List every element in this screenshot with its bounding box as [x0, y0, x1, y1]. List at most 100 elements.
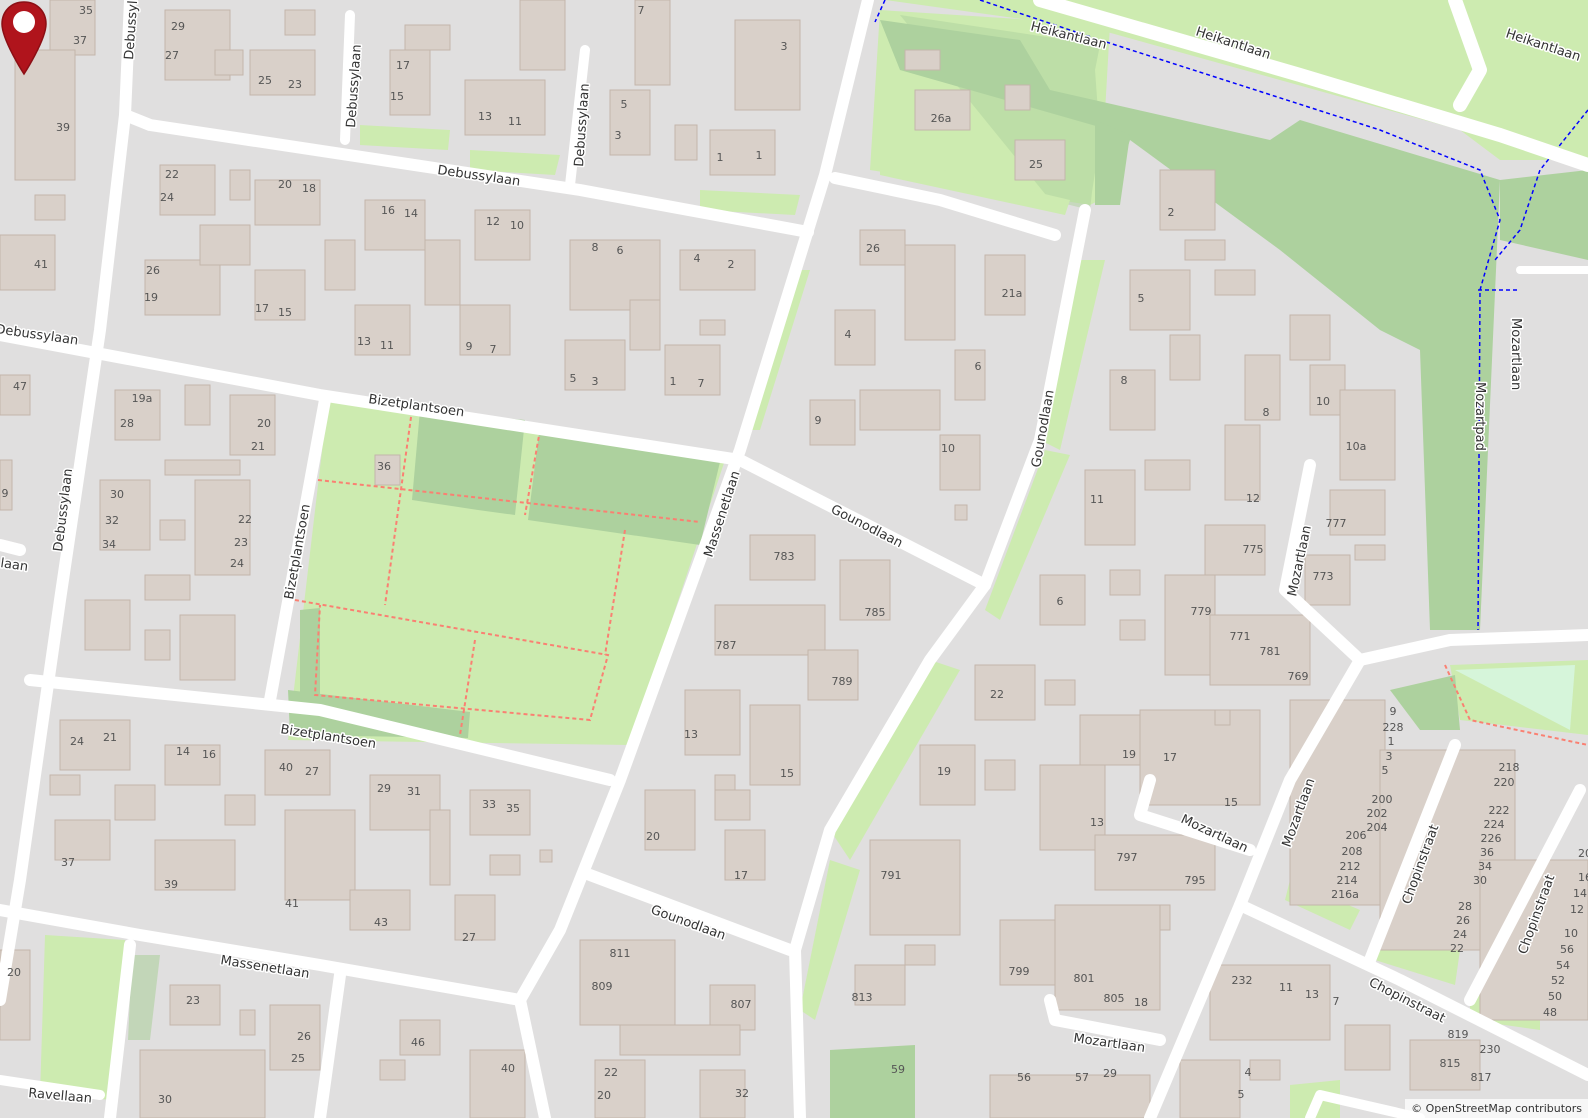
house-number-label: 24 — [1453, 928, 1467, 941]
house-number-label: 19 — [1122, 748, 1136, 761]
house-number-label: 17 — [1163, 751, 1177, 764]
house-number-label: 32 — [735, 1087, 749, 1100]
house-number-label: 25 — [258, 74, 272, 87]
house-number-label: 20 — [1578, 847, 1588, 860]
house-number-label: 39 — [164, 878, 178, 891]
street-label-laan: laan — [0, 556, 29, 575]
green-areas — [40, 0, 1588, 1118]
house-number-label: 204 — [1367, 821, 1388, 834]
house-number-label: 26 — [866, 242, 880, 255]
house-number-label: 5 — [621, 98, 628, 111]
house-number-label: 4 — [1245, 1066, 1252, 1079]
house-number-label: 17 — [396, 59, 410, 72]
map-attribution[interactable]: © OpenStreetMap contributors — [1405, 1099, 1588, 1118]
house-number-label: 29 — [171, 20, 185, 33]
house-number-label: 787 — [716, 639, 737, 652]
house-number-label: 13 — [478, 110, 492, 123]
street-label-ravellaan: Ravellaan — [28, 1086, 93, 1107]
house-number-label: 57 — [1075, 1071, 1089, 1084]
house-number-label: 27 — [305, 765, 319, 778]
house-number-label: 8 — [1121, 374, 1128, 387]
house-number-label: 4 — [845, 328, 852, 341]
house-number-label: 27 — [165, 49, 179, 62]
house-number-label: 1 — [670, 375, 677, 388]
house-number-label: 200 — [1372, 793, 1393, 806]
house-number-label: 52 — [1551, 974, 1565, 987]
house-number-label: 59 — [891, 1063, 905, 1076]
house-number-label: 36 — [1480, 846, 1494, 859]
house-number-label: 35 — [79, 4, 93, 17]
house-number-label: 16 — [381, 204, 395, 217]
house-number-label: 33 — [482, 798, 496, 811]
house-number-label: 7 — [1333, 995, 1340, 1008]
house-number-label: 41 — [34, 258, 48, 271]
house-number-label: 10 — [1316, 395, 1330, 408]
house-number-label: 13 — [1090, 816, 1104, 829]
house-number-label: 20 — [7, 966, 21, 979]
street-label-debussylaan: Debussylaan — [344, 44, 365, 128]
house-number-label: 771 — [1230, 630, 1251, 643]
house-number-label: 11 — [1279, 981, 1293, 994]
house-number-label: 13 — [357, 335, 371, 348]
house-number-label: 1 — [756, 149, 763, 162]
house-number-label: 27 — [462, 931, 476, 944]
house-number-label: 23 — [186, 994, 200, 1007]
house-number-label: 10 — [1564, 927, 1578, 940]
house-number-label: 40 — [501, 1062, 515, 1075]
house-number-label: 789 — [832, 675, 853, 688]
house-number-label: 30 — [110, 488, 124, 501]
house-number-label: 799 — [1009, 965, 1030, 978]
house-number-label: 220 — [1494, 776, 1515, 789]
house-number-label: 29 — [377, 782, 391, 795]
house-number-label: 46 — [411, 1036, 425, 1049]
street-label-debussylaan: Debussylaan — [572, 83, 593, 167]
house-number-label: 769 — [1288, 670, 1309, 683]
house-number-label: 807 — [731, 998, 752, 1011]
house-number-label: 39 — [56, 121, 70, 134]
house-number-label: 6 — [617, 244, 624, 257]
house-number-label: 805 — [1104, 992, 1125, 1005]
house-number-label: 12 — [1246, 492, 1260, 505]
house-number-label: 40 — [279, 761, 293, 774]
house-number-label: 24 — [70, 735, 84, 748]
house-number-label: 10 — [510, 219, 524, 232]
house-number-label: 20 — [257, 417, 271, 430]
house-number-label: 13 — [1305, 988, 1319, 1001]
house-number-label: 47 — [13, 380, 27, 393]
park-paths — [294, 409, 1588, 746]
map-pin-icon[interactable] — [0, 0, 48, 76]
house-number-label: 10 — [941, 442, 955, 455]
house-number-label: 11 — [1090, 493, 1104, 506]
house-number-label: 3 — [781, 40, 788, 53]
house-number-label: 785 — [865, 606, 886, 619]
house-number-label: 5 — [1382, 764, 1389, 777]
cycleways — [874, 0, 1588, 631]
house-number-label: 20 — [646, 830, 660, 843]
house-number-label: 218 — [1499, 761, 1520, 774]
house-number-label: 28 — [120, 417, 134, 430]
house-number-label: 18 — [1134, 996, 1148, 1009]
house-number-label: 25 — [1029, 158, 1043, 171]
house-number-label: 21a — [1002, 287, 1023, 300]
house-number-label: 17 — [255, 302, 269, 315]
house-number-label: 14 — [176, 745, 190, 758]
house-number-label: 21 — [103, 731, 117, 744]
house-number-label: 36 — [377, 460, 391, 473]
house-number-label: 35 — [506, 802, 520, 815]
house-number-label: 14 — [404, 207, 418, 220]
house-number-label: 2 — [1168, 206, 1175, 219]
house-number-label: 19a — [132, 392, 153, 405]
house-number-label: 23 — [234, 536, 248, 549]
street-label-mozartpad: Mozartpad — [1472, 382, 1487, 451]
house-number-label: 5 — [1138, 292, 1145, 305]
house-number-label: 15 — [1224, 796, 1238, 809]
house-number-label: 26 — [146, 264, 160, 277]
house-number-label: 11 — [380, 339, 394, 352]
house-number-label: 50 — [1548, 990, 1562, 1003]
house-number-label: 791 — [881, 869, 902, 882]
house-number-label: 9 — [466, 340, 473, 353]
house-number-label: 32 — [105, 514, 119, 527]
